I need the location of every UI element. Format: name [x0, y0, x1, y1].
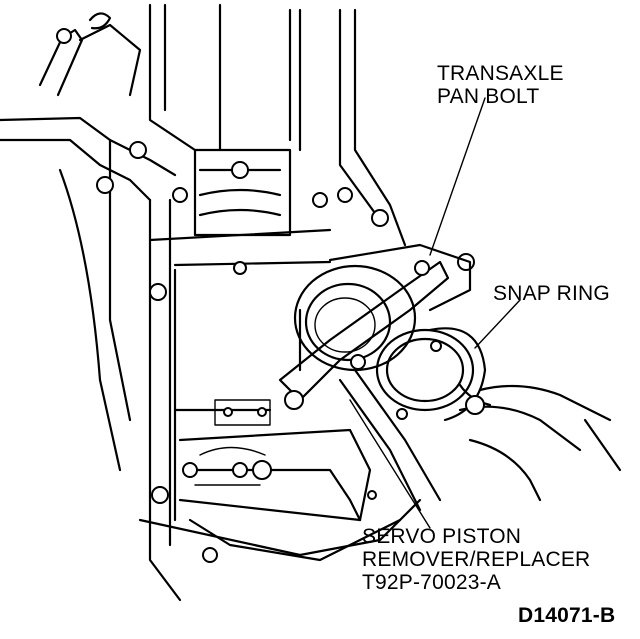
figure-id: D14071-B	[518, 604, 616, 627]
snap-ring	[375, 327, 487, 422]
top-bracket	[38, 12, 142, 97]
servo-tool-callout: SERVO PISTON REMOVER/REPLACER T92P-70023…	[362, 525, 590, 594]
hand-with-pliers	[458, 383, 622, 502]
leader-lines	[349, 97, 521, 529]
transaxle-pan-bolt-callout: TRANSAXLE PAN BOLT	[437, 62, 564, 108]
transaxle-pan-bolt-line1: TRANSAXLE	[437, 62, 564, 85]
servo-assembly	[293, 243, 472, 372]
servo-tool-line2: REMOVER/REPLACER	[362, 548, 591, 571]
transaxle-pan-bolt-line2: PAN BOLT	[437, 85, 540, 108]
snap-ring-callout: SNAP RING	[493, 282, 610, 305]
servo-tool	[278, 260, 450, 512]
servo-tool-line3: T92P-70023-A	[362, 571, 501, 594]
transaxle-case	[0, 3, 422, 602]
servo-tool-line1: SERVO PISTON	[362, 525, 522, 548]
case-bolts	[96, 141, 475, 563]
